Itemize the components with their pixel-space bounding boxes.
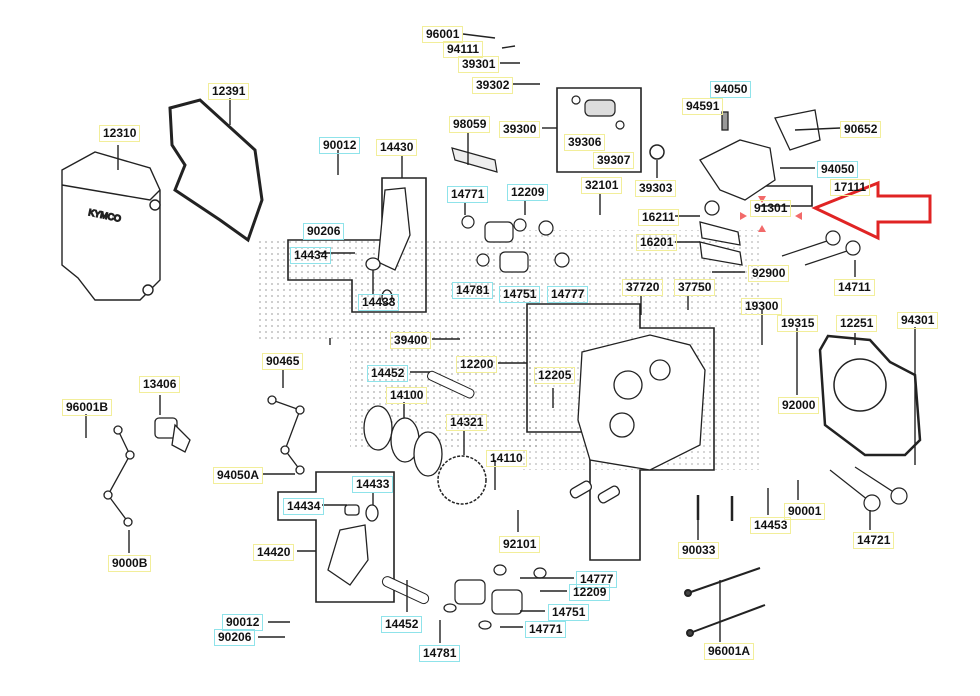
part-label-92000[interactable]: 92000 <box>778 397 820 414</box>
valve-springs-icon <box>443 564 547 630</box>
rocker-arm-box-top <box>287 177 427 313</box>
part-label-32101[interactable]: 32101 <box>581 177 623 194</box>
part-label-92900[interactable]: 92900 <box>748 265 790 282</box>
part-label-9000B[interactable]: 9000B <box>108 555 152 572</box>
part-label-90001[interactable]: 90001 <box>784 503 826 520</box>
injector-icon <box>571 95 625 130</box>
camshaft-icon <box>363 405 443 477</box>
cylinder-head-icon <box>569 334 706 504</box>
part-label-14777-top[interactable]: 14777 <box>547 286 589 303</box>
cylinder-head-cover-icon: KYMCO <box>61 151 161 301</box>
leader-lines <box>85 33 916 643</box>
part-label-14453[interactable]: 14453 <box>750 517 792 534</box>
part-label-39300[interactable]: 39300 <box>499 121 541 138</box>
dowel-pair-icon <box>696 495 734 521</box>
o-ring-icon <box>649 144 665 160</box>
part-label-39306[interactable]: 39306 <box>564 134 606 151</box>
part-label-96001A[interactable]: 96001A <box>704 643 755 660</box>
part-label-39302[interactable]: 39302 <box>472 77 514 94</box>
spark-plug-icon <box>451 147 498 173</box>
part-label-94591[interactable]: 94591 <box>682 98 724 115</box>
part-label-14321[interactable]: 14321 <box>446 414 488 431</box>
part-label-14771-top[interactable]: 14771 <box>447 186 489 203</box>
group-boxes <box>277 87 813 603</box>
part-label-14781-bottom[interactable]: 14781 <box>419 645 461 662</box>
part-label-94301[interactable]: 94301 <box>897 312 939 329</box>
part-label-90206-bottom[interactable]: 90206 <box>214 629 256 646</box>
part-label-12310[interactable]: 12310 <box>99 125 141 142</box>
part-label-14721[interactable]: 14721 <box>853 532 895 549</box>
part-label-14751-top[interactable]: 14751 <box>499 286 541 303</box>
part-label-12205[interactable]: 12205 <box>534 367 576 384</box>
part-label-96001[interactable]: 96001 <box>422 26 464 43</box>
part-label-14452-bottom[interactable]: 14452 <box>381 616 423 633</box>
head-gasket-icon <box>818 334 922 457</box>
part-label-14751-bottom[interactable]: 14751 <box>548 604 590 621</box>
linkage-icon <box>267 395 305 475</box>
part-label-37720[interactable]: 37720 <box>622 279 664 296</box>
part-label-94111[interactable]: 94111 <box>443 41 484 58</box>
part-label-12391[interactable]: 12391 <box>208 83 250 100</box>
part-label-14771-bottom[interactable]: 14771 <box>525 621 567 638</box>
part-label-94050-mid[interactable]: 94050 <box>817 161 859 178</box>
part-label-12209-bottom[interactable]: 12209 <box>569 584 611 601</box>
part-label-39400[interactable]: 39400 <box>390 332 432 349</box>
part-label-14781-top[interactable]: 14781 <box>452 282 494 299</box>
part-label-12200[interactable]: 12200 <box>456 356 498 373</box>
part-label-90033[interactable]: 90033 <box>678 542 720 559</box>
valve-springs-top-icon <box>461 215 570 273</box>
highlight-markers-icon <box>740 196 802 232</box>
part-label-19300[interactable]: 19300 <box>741 298 783 315</box>
part-label-14452-top[interactable]: 14452 <box>367 365 409 382</box>
part-label-12251[interactable]: 12251 <box>836 315 878 332</box>
part-label-94050-top[interactable]: 94050 <box>710 81 752 98</box>
part-label-16211[interactable]: 16211 <box>638 209 679 226</box>
highlight-arrow-icon <box>811 180 932 241</box>
part-label-14434-top[interactable]: 14434 <box>290 247 332 264</box>
intake-valves-icon <box>829 466 908 512</box>
part-label-37750[interactable]: 37750 <box>674 279 716 296</box>
part-label-90652[interactable]: 90652 <box>840 121 882 138</box>
fastener-bracket <box>745 185 813 207</box>
part-label-90012-bottom[interactable]: 90012 <box>222 614 264 631</box>
part-label-14777-bottom[interactable]: 14777 <box>576 571 618 588</box>
part-label-14434-bottom[interactable]: 14434 <box>283 498 325 515</box>
rocker-arm-box-bottom <box>277 471 395 603</box>
part-label-92101[interactable]: 92101 <box>499 536 541 553</box>
part-label-14433-bottom[interactable]: 14433 <box>352 476 394 493</box>
part-label-90465[interactable]: 90465 <box>262 353 304 370</box>
part-label-90012-top[interactable]: 90012 <box>319 137 361 154</box>
cover-gasket-icon <box>168 98 264 243</box>
rocker-arm-lower-icon <box>327 504 379 586</box>
part-label-90206-top[interactable]: 90206 <box>303 223 345 240</box>
part-label-39301[interactable]: 39301 <box>458 56 500 73</box>
part-label-14711[interactable]: 14711 <box>834 279 875 296</box>
part-label-14100[interactable]: 14100 <box>386 387 428 404</box>
rocker-arm-icon <box>365 187 411 305</box>
stud-bolts-icon <box>684 567 766 637</box>
part-label-96001B[interactable]: 96001B <box>62 399 113 416</box>
part-label-91301[interactable]: 91301 <box>750 200 792 217</box>
part-label-17111[interactable]: 17111 <box>830 179 871 196</box>
part-label-16201[interactable]: 16201 <box>636 234 678 251</box>
part-label-39307[interactable]: 39307 <box>593 152 635 169</box>
injector-box <box>556 87 642 173</box>
pin-lower-icon <box>381 576 430 605</box>
part-label-98059[interactable]: 98059 <box>449 116 491 133</box>
cam-sprocket-icon <box>437 455 487 505</box>
cylinder-head-box <box>526 303 715 561</box>
tensioner-icon <box>154 417 191 453</box>
part-label-14430[interactable]: 14430 <box>376 139 418 156</box>
part-label-14420[interactable]: 14420 <box>253 544 295 561</box>
exhaust-valves-icon <box>781 230 861 266</box>
part-label-94050A[interactable]: 94050A <box>213 467 264 484</box>
part-label-14433-top[interactable]: 14433 <box>358 294 400 311</box>
pin-icon <box>427 370 475 399</box>
part-label-13406[interactable]: 13406 <box>139 376 181 393</box>
bolt-chain-icon <box>103 425 135 527</box>
part-label-19315[interactable]: 19315 <box>777 315 819 332</box>
part-label-39303[interactable]: 39303 <box>635 180 677 197</box>
part-label-14110[interactable]: 14110 <box>486 450 527 467</box>
part-label-12209-top[interactable]: 12209 <box>507 184 549 201</box>
